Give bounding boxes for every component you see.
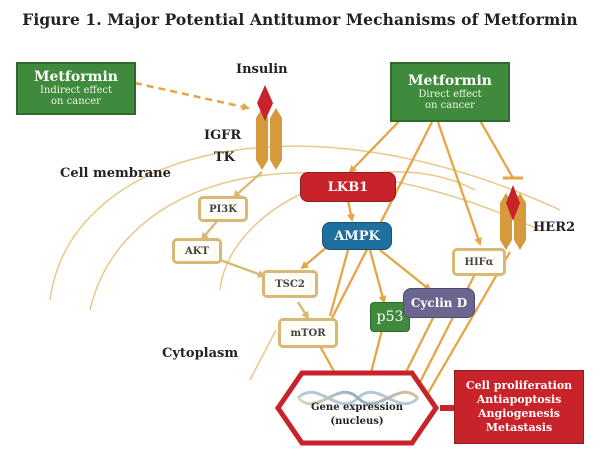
metformin-indirect-title: Metformin [34,69,118,85]
her2-to-gene-arrow [422,251,511,402]
ampk-to-mtor-inhibit [328,249,350,317]
direct-to-hif-arrow [436,121,482,246]
her2-receptor-icon [500,185,526,250]
metformin-indirect-box: Metformin Indirect effect on cancer [16,62,136,115]
dna-helix-icon [296,390,420,406]
insulin-icon [257,85,273,121]
outcomes-box: Cell proliferation Antiapoptosis Angioge… [454,370,584,444]
igfr-receptor-icon [256,85,282,170]
ampk-to-p53-arrow [368,249,387,304]
metformin-direct-line2: on cancer [425,99,475,111]
ampk-to-cyclind-arrow [379,249,432,292]
cytoplasm-label: Cytoplasm [162,346,239,361]
direct-to-mtor-inhibit [330,121,434,319]
insulin-label: Insulin [236,62,288,77]
pi3k-to-akt-arrow [200,219,219,241]
indirect-arrow [134,81,250,111]
tsc2-to-mtor-arrow [297,301,310,320]
akt-to-tsc2-arrow [219,258,266,278]
ampk-node: AMPK [322,222,392,250]
tk-label: TK [214,150,235,165]
hif-node: HIFα [452,248,506,276]
nucleus-label: (nucleus) [330,416,384,427]
mtor-node: mTOR [278,318,338,348]
igfr-label: IGFR [204,128,242,143]
cell-membrane-label: Cell membrane [60,166,171,181]
metformin-indirect-line1: Indirect effect [39,85,113,96]
metformin-direct-title: Metformin [408,72,492,89]
outcome-item: Antiapoptosis [476,393,562,406]
metformin-direct-box: Metformin Direct effect on cancer [390,62,510,122]
tsc2-node: TSC2 [262,270,318,298]
metformin-indirect-line2: on cancer [51,96,101,107]
gene-expression-hexagon [274,370,440,446]
cell-membrane-outer-curve [49,145,561,301]
akt-node: AKT [172,238,222,264]
figure-title: Figure 1. Major Potential Antitumor Mech… [22,10,578,29]
mtor-to-lkb1-link [249,329,277,381]
outcome-item: Metastasis [485,421,553,434]
ampk-to-tsc2-arrow [300,245,329,270]
igfr-to-pi3k-arrow [232,171,263,199]
outcome-item: Cell proliferation [465,379,573,392]
gene-expression-label: Gene expression [311,402,403,413]
pi3k-node: PI3K [198,196,248,222]
her2-label: HER2 [533,220,576,235]
outcome-item: Angiogenesis [478,407,560,420]
metformin-direct-line1: Direct effect [418,88,482,100]
lkb1-to-ampk-arrow [346,199,355,222]
cell-membrane-inner-curve [89,171,541,311]
lkb1-node: LKB1 [300,172,396,202]
cyclin-d-node: Cyclin D [403,288,475,318]
